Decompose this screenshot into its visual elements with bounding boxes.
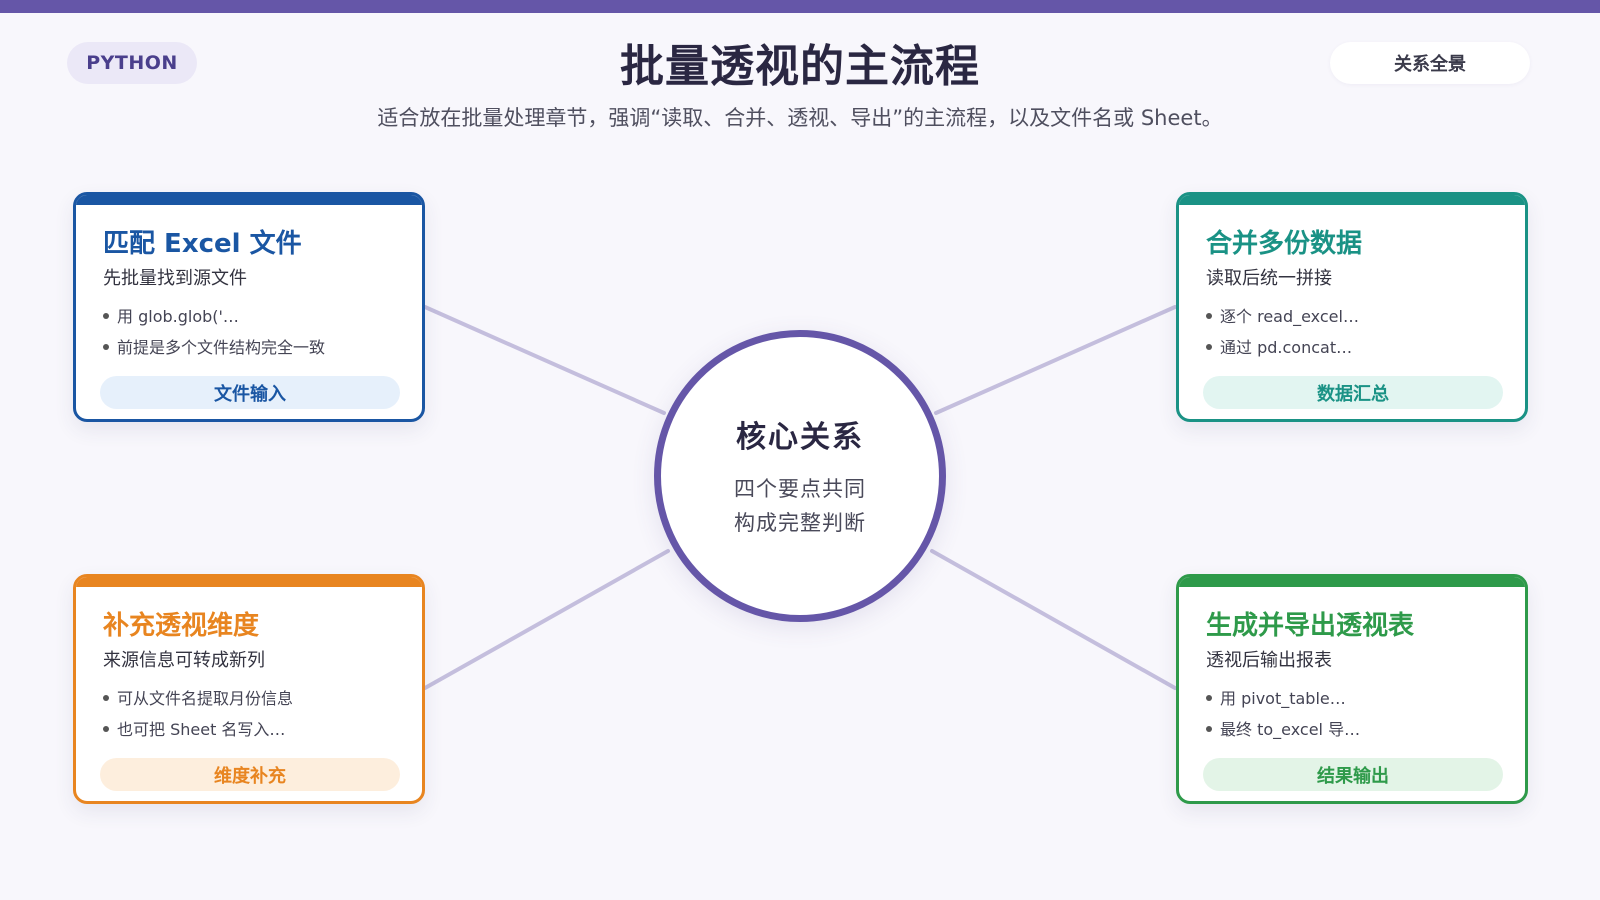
card-subtitle: 来源信息可转成新列 <box>103 650 265 671</box>
page-subtitle: 适合放在批量处理章节，强调“读取、合并、透视、导出”的主流程，以及文件名或 Sh… <box>377 106 1223 130</box>
top-accent-bar <box>0 0 1600 13</box>
connector-bottom-right <box>930 549 1177 690</box>
card-bullet-list: 可从文件名提取月份信息 也可把 Sheet 名写入… <box>103 683 293 745</box>
card-subtitle: 读取后统一拼接 <box>1206 268 1332 289</box>
card-bullet-list: 用 pivot_table… 最终 to_excel 导… <box>1206 683 1360 745</box>
card-tag: 数据汇总 <box>1203 376 1503 409</box>
connector-bottom-left <box>423 549 670 690</box>
card-title: 匹配 Excel 文件 <box>103 229 302 259</box>
card-tag: 维度补充 <box>100 758 400 791</box>
card-tag: 文件输入 <box>100 376 400 409</box>
card-bullet: 可从文件名提取月份信息 <box>103 683 293 714</box>
card-bullet: 用 glob.glob('… <box>103 301 325 332</box>
hub-line-1: 四个要点共同 <box>734 477 866 501</box>
connector-top-left <box>423 305 666 415</box>
bullet-dot-icon <box>103 694 109 701</box>
view-mode-button[interactable]: 关系全景 <box>1330 42 1530 84</box>
card-title: 补充透视维度 <box>103 611 260 641</box>
bullet-dot-icon <box>1206 312 1212 319</box>
bullet-dot-icon <box>103 725 109 732</box>
card-bullet: 也可把 Sheet 名写入… <box>103 714 293 745</box>
card-file-match: 匹配 Excel 文件 先批量找到源文件 用 glob.glob('… 前提是多… <box>73 192 425 422</box>
card-subtitle: 先批量找到源文件 <box>103 268 247 289</box>
card-title: 生成并导出透视表 <box>1206 611 1415 641</box>
card-accent-bar <box>1179 577 1525 587</box>
card-bullet-list: 逐个 read_excel… 通过 pd.concat… <box>1206 301 1359 363</box>
card-tag: 结果输出 <box>1203 758 1503 791</box>
hub-title: 核心关系 <box>736 420 864 455</box>
connector-top-right <box>934 305 1177 415</box>
language-badge: PYTHON <box>67 42 197 84</box>
card-subtitle: 透视后输出报表 <box>1206 650 1332 671</box>
hub-line-2: 构成完整判断 <box>734 511 866 535</box>
card-bullet: 通过 pd.concat… <box>1206 332 1359 363</box>
bullet-dot-icon <box>103 312 109 319</box>
card-export-pivot: 生成并导出透视表 透视后输出报表 用 pivot_table… 最终 to_ex… <box>1176 574 1528 804</box>
card-bullet-list: 用 glob.glob('… 前提是多个文件结构完全一致 <box>103 301 325 363</box>
card-accent-bar <box>1179 195 1525 205</box>
page-title: 批量透视的主流程 <box>620 41 980 92</box>
card-bullet: 最终 to_excel 导… <box>1206 714 1360 745</box>
bullet-dot-icon <box>103 343 109 350</box>
card-bullet: 前提是多个文件结构完全一致 <box>103 332 325 363</box>
card-title: 合并多份数据 <box>1206 229 1363 259</box>
card-bullet: 用 pivot_table… <box>1206 683 1360 714</box>
bullet-dot-icon <box>1206 343 1212 350</box>
card-accent-bar <box>76 577 422 587</box>
bullet-dot-icon <box>1206 694 1212 701</box>
card-add-dimension: 补充透视维度 来源信息可转成新列 可从文件名提取月份信息 也可把 Sheet 名… <box>73 574 425 804</box>
card-bullet: 逐个 read_excel… <box>1206 301 1359 332</box>
core-hub-circle: 核心关系 四个要点共同 构成完整判断 <box>654 330 946 622</box>
bullet-dot-icon <box>1206 725 1212 732</box>
card-accent-bar <box>76 195 422 205</box>
card-merge-data: 合并多份数据 读取后统一拼接 逐个 read_excel… 通过 pd.conc… <box>1176 192 1528 422</box>
